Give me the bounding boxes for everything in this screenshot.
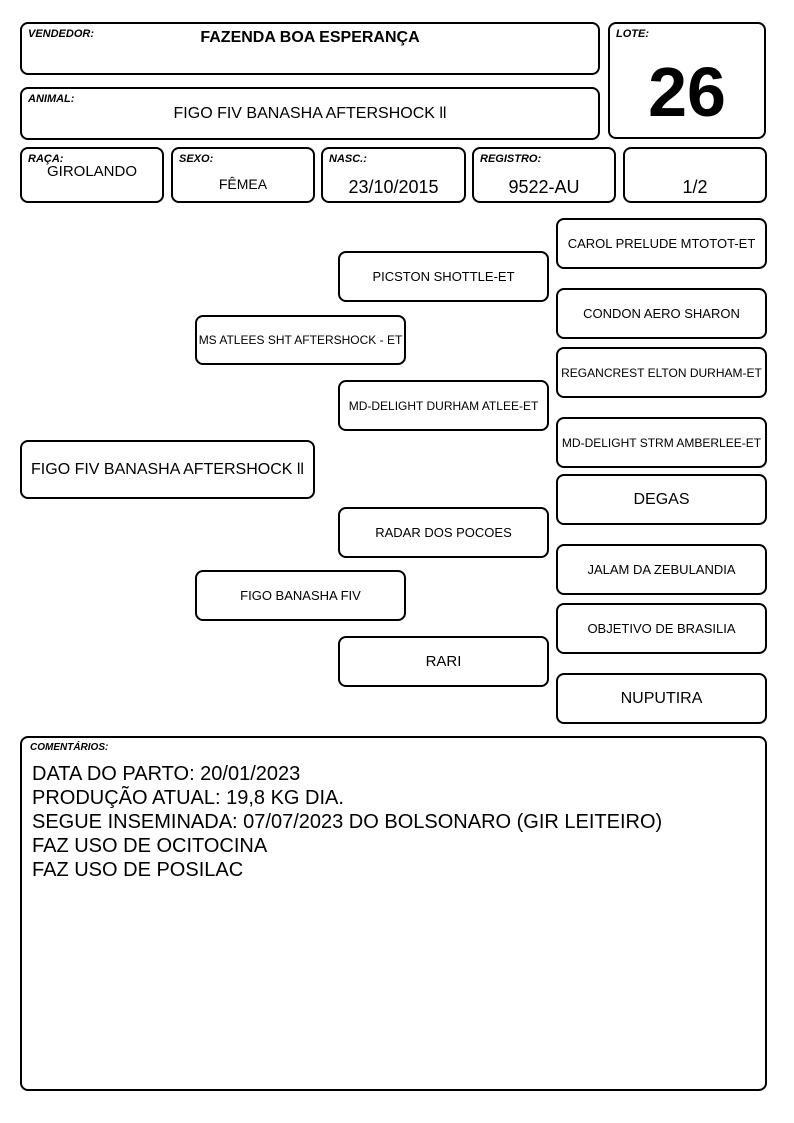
pedigree-dam: FIGO BANASHA FIV <box>195 570 406 621</box>
pedigree-sire-dam: MD-DELIGHT DURHAM ATLEE-ET <box>338 380 549 431</box>
comment-line: PRODUÇÃO ATUAL: 19,8 KG DIA. <box>32 787 344 809</box>
pedigree-sdd: MD-DELIGHT STRM AMBERLEE-ET <box>556 417 767 468</box>
raca-label: RAÇA: <box>28 153 64 165</box>
lote-number: 26 <box>648 53 726 131</box>
pedigree-dsd: JALAM DA ZEBULANDIA <box>556 544 767 595</box>
comment-line: DATA DO PARTO: 20/01/2023 <box>32 763 301 785</box>
animal-value: FIGO FIV BANASHA AFTERSHOCK ll <box>173 105 447 122</box>
sexo-box: SEXO: FÊMEA <box>171 147 315 203</box>
pedigree-dam-sire: RADAR DOS POCOES <box>338 507 549 558</box>
nasc-label: NASC.: <box>329 153 367 165</box>
pedigree-ssd: CONDON AERO SHARON <box>556 288 767 339</box>
registro-value: 9522-AU <box>508 177 580 197</box>
vendedor-label: VENDEDOR: <box>28 28 95 40</box>
nasc-box: NASC.: 23/10/2015 <box>321 147 466 203</box>
pedigree-sire-sire: PICSTON SHOTTLE-ET <box>338 251 549 302</box>
vendedor-value: FAZENDA BOA ESPERANÇA <box>200 29 420 46</box>
lote-label: LOTE: <box>616 28 649 40</box>
comments-label: COMENTÁRIOS: <box>30 742 109 753</box>
raca-box: RAÇA: GIROLANDO <box>20 147 164 203</box>
grau-box: 1/2 <box>623 147 767 203</box>
pedigree-ddd: NUPUTIRA <box>556 673 767 724</box>
raca-value: GIROLANDO <box>46 163 137 180</box>
pedigree-dds: OBJETIVO DE BRASILIA <box>556 603 767 654</box>
animal-box: ANIMAL: FIGO FIV BANASHA AFTERSHOCK ll <box>20 87 600 140</box>
pedigree-sds: REGANCREST ELTON DURHAM-ET <box>556 347 767 398</box>
nasc-value: 23/10/2015 <box>348 177 439 197</box>
grau-value: 1/2 <box>682 177 708 197</box>
animal-label: ANIMAL: <box>28 93 75 105</box>
sexo-value: FÊMEA <box>218 176 268 192</box>
pedigree-animal: FIGO FIV BANASHA AFTERSHOCK ll <box>20 440 315 499</box>
comment-line: FAZ USO DE OCITOCINA <box>32 835 268 857</box>
sexo-label: SEXO: <box>179 153 214 165</box>
registro-box: REGISTRO: 9522-AU <box>472 147 616 203</box>
pedigree-dss: DEGAS <box>556 474 767 525</box>
pedigree-dam-dam: RARI <box>338 636 549 687</box>
vendedor-box: VENDEDOR: FAZENDA BOA ESPERANÇA <box>20 22 600 75</box>
pedigree-sss: CAROL PRELUDE MTOTOT-ET <box>556 218 767 269</box>
pedigree-sire: MS ATLEES SHT AFTERSHOCK - ET <box>195 315 406 365</box>
comments-text: DATA DO PARTO: 20/01/2023 PRODUÇÃO ATUAL… <box>32 762 662 882</box>
comment-line: FAZ USO DE POSILAC <box>32 859 244 881</box>
registro-label: REGISTRO: <box>480 153 542 165</box>
comment-line: SEGUE INSEMINADA: 07/07/2023 DO BOLSONAR… <box>32 811 663 833</box>
comments-box: COMENTÁRIOS: DATA DO PARTO: 20/01/2023 P… <box>20 736 767 1091</box>
lote-box: LOTE: 26 <box>608 22 766 139</box>
